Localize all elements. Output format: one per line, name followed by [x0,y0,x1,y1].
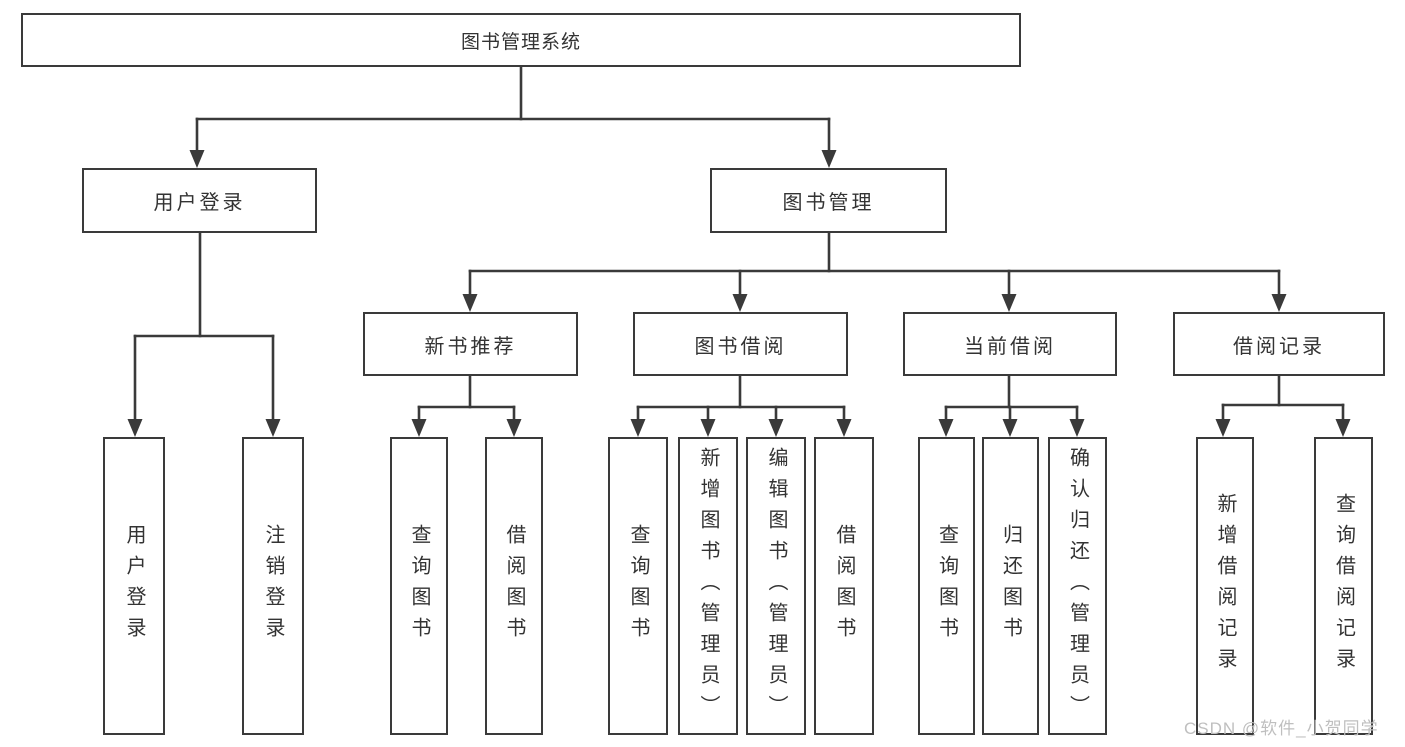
node-label: 用户登录 [123,524,145,648]
leaf-borrow-book-1: 借阅图书 [485,437,543,735]
node-label: 注销登录 [262,524,284,648]
node-label: 图书借阅 [694,335,787,358]
leaf-confirm-return-admin: 确认归还（管理员） [1048,437,1107,735]
leaf-borrow-book-2: 借阅图书 [814,437,874,735]
leaf-query-borrow-record: 查询借阅记录 [1314,437,1373,735]
node-library-system: 图书管理系统 [21,13,1021,67]
node-label: 查询图书 [627,524,649,648]
node-label: 查询图书 [408,524,430,648]
csdn-watermark: CSDN @软件_小贺同学 [1184,719,1379,738]
node-label: 当前借阅 [964,335,1056,358]
node-label: 借阅图书 [833,524,855,648]
node-book-management: 图书管理 [710,168,947,233]
node-label: 编辑图书（管理员） [765,446,787,726]
leaf-user-login: 用户登录 [103,437,165,735]
leaf-query-book-3: 查询图书 [918,437,975,735]
node-label: 借阅图书 [503,524,525,648]
node-new-book-recommend: 新书推荐 [363,312,578,376]
leaf-query-book-2: 查询图书 [608,437,668,735]
node-book-borrow: 图书借阅 [633,312,848,376]
node-label: 图书管理 [782,192,875,214]
node-label: 借阅记录 [1233,335,1325,358]
leaf-add-book-admin: 新增图书（管理员） [678,437,738,735]
node-label: 查询借阅记录 [1332,493,1355,679]
leaf-return-book: 归还图书 [982,437,1039,735]
node-label: 新增图书（管理员） [697,446,719,726]
node-label: 图书管理系统 [460,31,581,53]
leaf-edit-book-admin: 编辑图书（管理员） [746,437,806,735]
node-label: 新增借阅记录 [1214,493,1236,679]
node-user-login: 用户登录 [82,168,317,233]
node-label: 用户登录 [153,192,246,214]
node-borrow-records: 借阅记录 [1173,312,1385,376]
node-label: 归还图书 [999,524,1022,648]
leaf-query-book-1: 查询图书 [390,437,448,735]
node-label: 确认归还（管理员） [1066,446,1089,726]
node-label: 查询图书 [935,524,958,648]
leaf-logout: 注销登录 [242,437,304,735]
leaf-add-borrow-record: 新增借阅记录 [1196,437,1254,735]
node-current-borrow: 当前借阅 [903,312,1117,376]
node-label: 新书推荐 [424,335,517,358]
